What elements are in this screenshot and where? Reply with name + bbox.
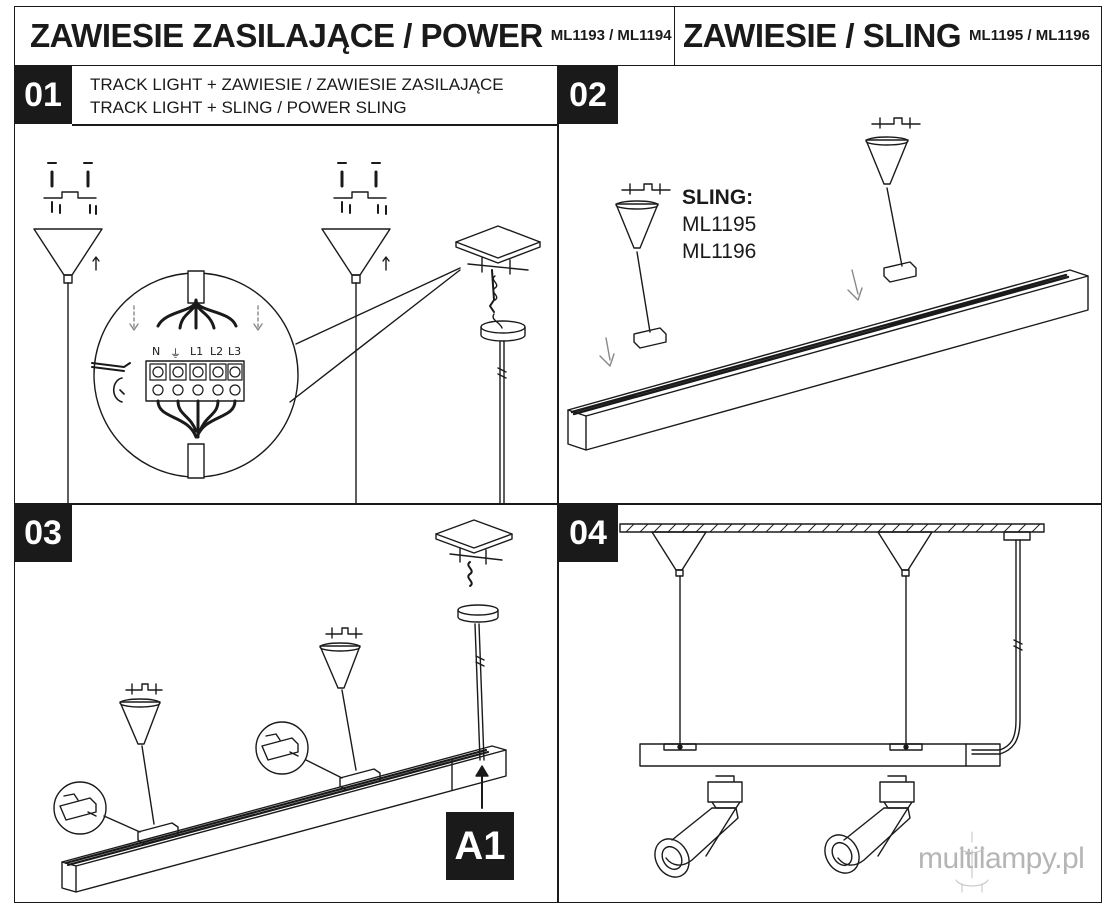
header-sling-title: ZAWIESIE / SLING — [683, 16, 962, 54]
step2-sling-right — [847, 117, 921, 301]
terminal-label-n: N — [152, 345, 161, 358]
step3-detail-bubble-middle — [255, 721, 343, 779]
step1-note-underline — [72, 124, 557, 126]
step3-detail-bubble-left — [53, 781, 141, 835]
step2-track-rail — [567, 269, 1089, 451]
sling-label-title: SLING: — [682, 186, 754, 209]
watermark-chandelier-icon — [955, 831, 989, 893]
step1-note-line1: TRACK LIGHT + ZAWIESIE / ZAWIESIE ZASILA… — [90, 75, 504, 94]
step3-track-rail — [61, 745, 507, 893]
step3-canopy-left — [119, 683, 163, 825]
step-number-01: 01 — [14, 66, 72, 124]
step1-canopy-left — [33, 162, 103, 504]
watermark-logo: multilampy.pl — [918, 842, 1085, 875]
sling-label: SLING: ML1195 ML1196 — [682, 184, 756, 265]
step4-ceiling — [619, 523, 1045, 533]
step1-wiring-magnifier — [91, 267, 461, 479]
header-sling: ZAWIESIE / SLING ML1195 / ML1196 — [675, 6, 1102, 66]
step3-arrow-a1 — [475, 765, 489, 809]
step4-track-rail — [639, 743, 1001, 767]
step4-canopy-left — [651, 531, 707, 745]
step3-power-canopy — [435, 519, 513, 761]
header-power-title: ZAWIESIE ZASILAJĄCE / POWER — [30, 16, 543, 54]
grid-divider-vertical — [557, 66, 559, 903]
header-power: ZAWIESIE ZASILAJĄCE / POWER ML1193 / ML1… — [14, 6, 675, 66]
step-number-02: 02 — [558, 66, 618, 124]
step4-spotlight-left — [654, 775, 743, 878]
terminal-label-earth: ⏚ — [170, 347, 181, 360]
step-number-03: 03 — [14, 504, 72, 562]
step2-sling-left — [599, 183, 671, 367]
step1-canopy-middle — [321, 162, 391, 504]
step4-canopy-right — [877, 531, 933, 745]
step4-spotlight-right — [824, 775, 915, 874]
step1-note-line2: TRACK LIGHT + SLING / POWER SLING — [90, 98, 407, 117]
step4-power-cable — [971, 531, 1031, 755]
sling-label-code1: ML1195 — [682, 213, 757, 236]
step3-canopy-middle — [319, 627, 363, 771]
header-power-codes: ML1193 / ML1194 — [550, 27, 672, 44]
grid-divider-horizontal — [14, 503, 1102, 505]
step1-note: TRACK LIGHT + ZAWIESIE / ZAWIESIE ZASILA… — [90, 73, 504, 119]
terminal-label-l1: L1 — [190, 345, 204, 358]
terminal-label-l2: L2 — [210, 345, 224, 358]
header-sling-codes: ML1195 / ML1196 — [969, 27, 1090, 44]
sling-label-code2: ML1196 — [682, 240, 757, 263]
step1-power-canopy — [455, 225, 541, 504]
step-number-04: 04 — [558, 504, 618, 562]
callout-a1: A1 — [446, 812, 514, 880]
terminal-label-l3: L3 — [228, 345, 242, 358]
